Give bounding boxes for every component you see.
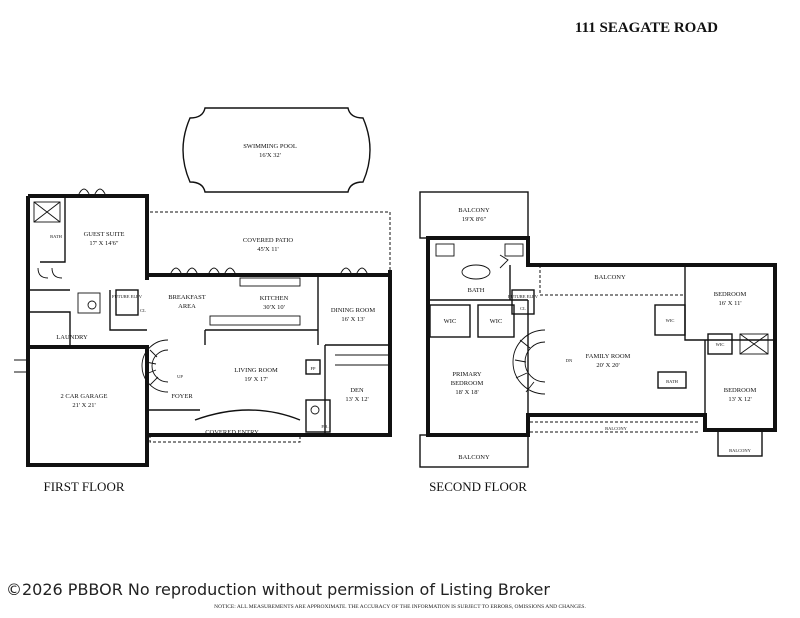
covered-patio-outline — [150, 211, 391, 270]
bedroom-a-label: BEDROOM — [714, 291, 747, 298]
living-room-dims: 19' X 17' — [244, 376, 267, 383]
first-closet-label: CL — [140, 308, 146, 313]
wic-left-label: WIC — [444, 318, 457, 325]
future-elevator-second-label: FUTURE ELEV — [508, 294, 539, 299]
balcony-bottom-mid-label: BALCONY — [605, 426, 628, 431]
first-floor-outer-walls — [26, 196, 392, 467]
guest-bath-label: BATH — [50, 234, 63, 239]
primary-bedroom-dims: 18' X 18' — [455, 389, 478, 396]
guest-suite-dims: 17' X 14'6" — [89, 240, 119, 247]
first-floor-title: FIRST FLOOR — [43, 479, 124, 494]
first-floor-stair — [141, 339, 169, 393]
powder-room-label: P.R. — [321, 424, 328, 429]
future-elevator-first-label: FUTURE ELEV — [112, 294, 143, 299]
second-floor-title: SECOND FLOOR — [429, 479, 527, 494]
covered-entry-outline — [149, 435, 301, 443]
balcony-mid-label: BALCONY — [594, 274, 626, 281]
swimming-pool-dims: 16'X 32' — [259, 152, 281, 159]
dining-room-label: DINING ROOM — [331, 307, 375, 314]
second-floor-stair — [512, 329, 546, 395]
guest-suite-label: GUEST SUITE — [84, 231, 125, 238]
kitchen-label: KITCHEN — [260, 295, 289, 302]
measurement-disclaimer: NOTICE: ALL MEASUREMENTS ARE APPROXIMATE… — [214, 604, 586, 610]
stair-up-label: UP — [177, 374, 183, 379]
swimming-pool-outline — [182, 107, 371, 193]
covered-patio-label: COVERED PATIO — [243, 237, 293, 244]
family-room-label: FAMILY ROOM — [586, 353, 631, 360]
bedroom-a-dims: 16' X 11' — [718, 300, 741, 307]
covered-entry-label: COVERED ENTRY — [205, 429, 259, 436]
second-floor-plan: BALCONY 19'X 8'6" BATH WIC WIC FUTURE EL… — [419, 191, 777, 494]
bedroom-b-dims: 13' X 12' — [728, 396, 751, 403]
balcony-bottom-right-label: BALCONY — [729, 448, 752, 453]
covered-patio-dims: 45'X 11' — [257, 246, 278, 253]
fireplace-label: FP — [310, 366, 316, 371]
balcony-top-dims: 19'X 8'6" — [462, 216, 487, 223]
breakfast-area-label-line1: BREAKFAST — [168, 294, 205, 301]
primary-bath-label: BATH — [468, 287, 485, 294]
den-dims: 13' X 12' — [345, 396, 368, 403]
bedroom-b-label: BEDROOM — [724, 387, 757, 394]
wic-bedroom-a-label: WIC — [666, 318, 675, 323]
primary-bedroom-label-line2: BEDROOM — [451, 380, 484, 387]
wic-bedroom-b-label: WIC — [716, 342, 725, 347]
first-floor-plan: SWIMMING POOL 16'X 32' BATH GUEST SUITE … — [14, 107, 392, 494]
den-label: DEN — [350, 387, 364, 394]
stair-down-label: DN — [566, 358, 573, 363]
primary-bedroom-label-line1: PRIMARY — [452, 371, 482, 378]
balcony-top-outline — [419, 191, 529, 239]
guest-suite-walls — [70, 194, 149, 280]
small-bath-label: BATH — [666, 379, 679, 384]
garage-dims: 21' X 21' — [72, 402, 95, 409]
garage-label: 2 CAR GARAGE — [61, 393, 108, 400]
balcony-bottom-left-label: BALCONY — [458, 454, 490, 461]
property-address: 111 SEAGATE ROAD — [575, 20, 718, 36]
swimming-pool-label: SWIMMING POOL — [243, 143, 297, 150]
laundry-label: LAUNDRY — [56, 334, 88, 341]
living-room-label: LIVING ROOM — [234, 367, 278, 374]
breakfast-area-label-line2: AREA — [178, 303, 196, 310]
foyer-label: FOYER — [171, 393, 193, 400]
kitchen-dims: 30'X 10' — [263, 304, 285, 311]
balcony-top-label: BALCONY — [458, 207, 490, 214]
wic-right-label: WIC — [490, 318, 503, 325]
copyright-notice: ©2026 PBBOR No reproduction without perm… — [6, 580, 550, 599]
second-closet-label: CL — [520, 306, 526, 311]
dining-room-dims: 16' X 13' — [341, 316, 364, 323]
family-room-dims: 20' X 20' — [596, 362, 619, 369]
